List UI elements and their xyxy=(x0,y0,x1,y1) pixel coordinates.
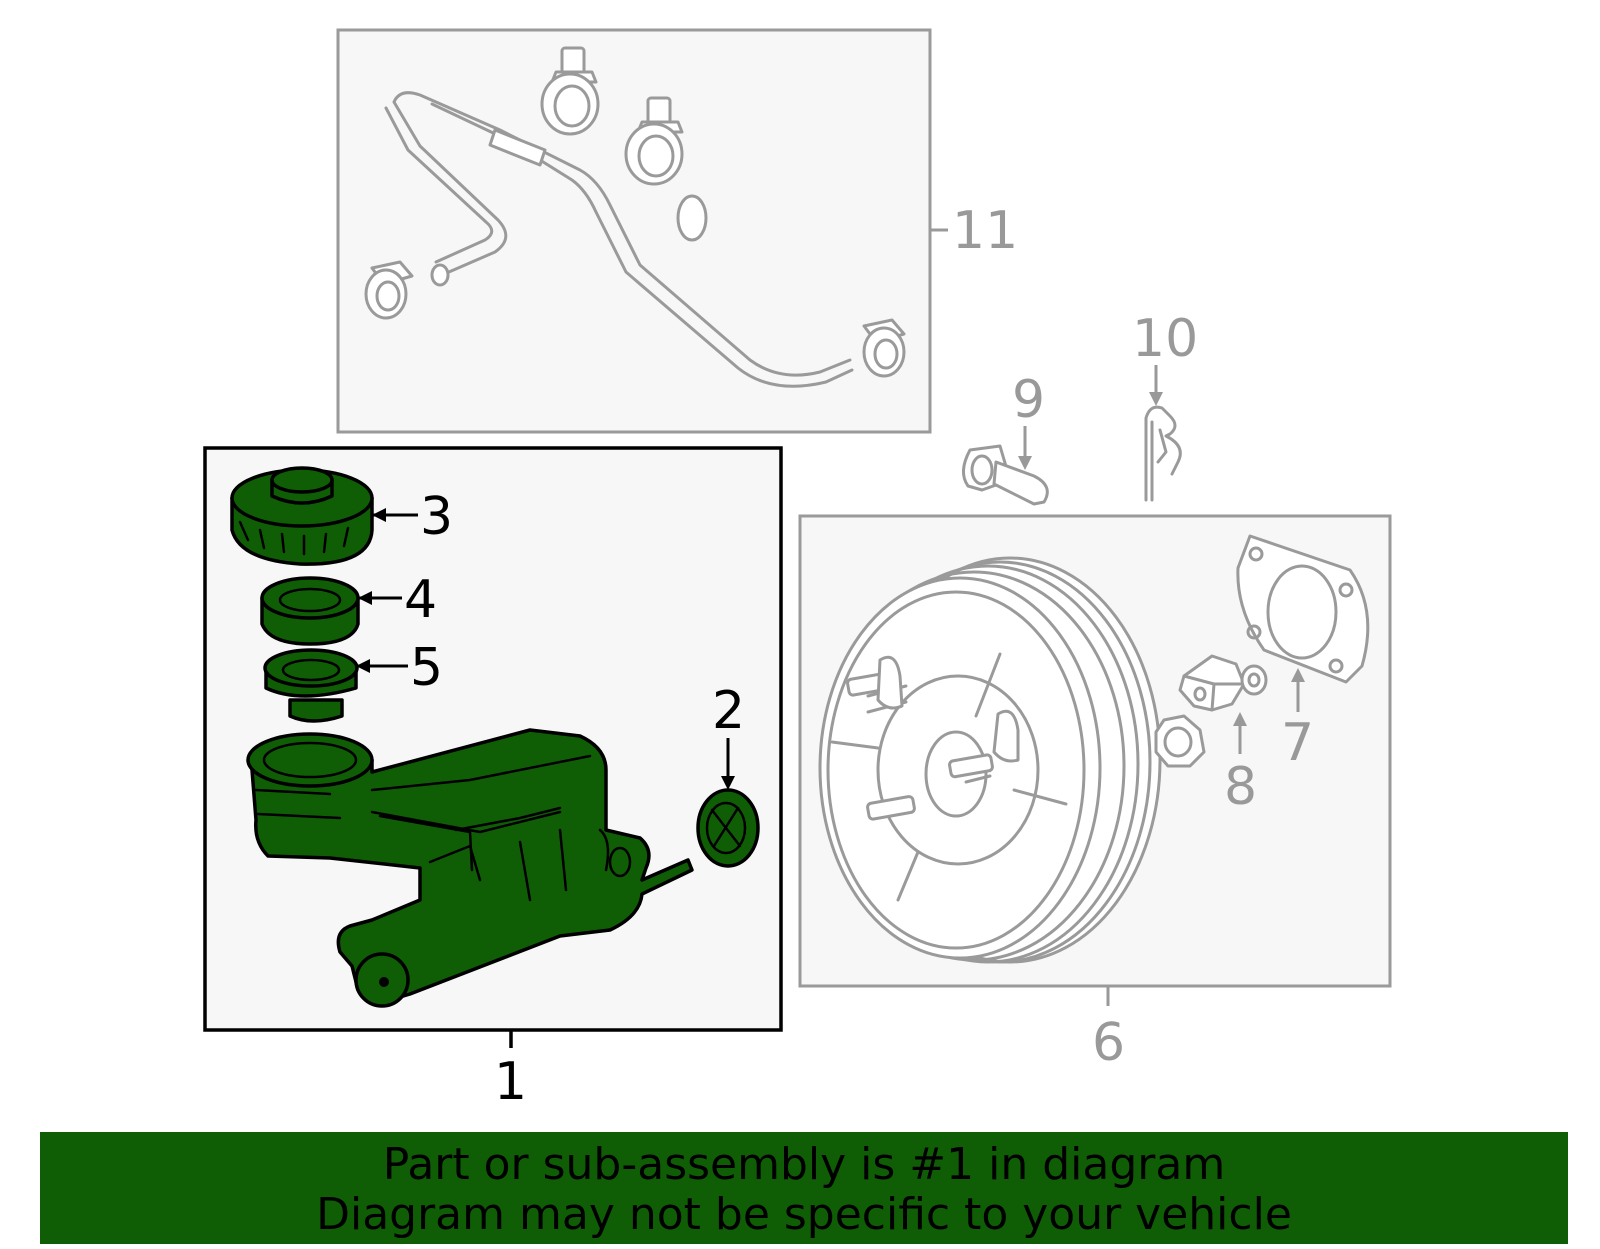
reservoir-cap xyxy=(230,466,374,566)
brake-booster-panel: 7 8 6 xyxy=(798,514,1392,1073)
clevis-pin xyxy=(962,444,1049,506)
callout-5: 5 xyxy=(410,638,443,698)
retaining-clip xyxy=(1144,405,1182,502)
master-cylinder-panel: 3 4 5 xyxy=(203,446,783,1112)
reservoir-filter xyxy=(263,648,359,723)
callout-2: 2 xyxy=(712,681,745,741)
hose-clamp-left xyxy=(364,260,414,320)
callout-11: 11 xyxy=(952,201,1018,261)
hex-nut xyxy=(1154,714,1206,768)
callout-4: 4 xyxy=(404,570,437,630)
hose-assembly-panel: 11 xyxy=(336,28,1018,434)
master-cylinder-body xyxy=(246,728,694,1008)
hose-clamp-right xyxy=(862,318,906,378)
callout-10: 10 xyxy=(1132,309,1198,369)
booster-bracket xyxy=(1178,654,1268,712)
o-ring xyxy=(676,194,708,242)
hose-clamp-top xyxy=(540,46,600,136)
hose-clamp-middle xyxy=(624,96,684,186)
banner-line-1: Part or sub-assembly is #1 in diagram xyxy=(382,1139,1226,1190)
callout-1: 1 xyxy=(494,1052,527,1112)
cylinder-seal xyxy=(696,788,760,868)
info-banner-bg xyxy=(40,1132,1568,1244)
callout-8: 8 xyxy=(1224,757,1257,817)
info-banner: Part or sub-assembly is #1 in diagram Di… xyxy=(40,1132,1568,1244)
callout-3: 3 xyxy=(420,487,453,547)
brake-booster xyxy=(818,556,1162,964)
callout-9: 9 xyxy=(1012,370,1045,430)
callout-7: 7 xyxy=(1281,713,1314,773)
banner-line-2: Diagram may not be specific to your vehi… xyxy=(316,1189,1292,1240)
booster-gasket xyxy=(1236,534,1370,684)
callout-6: 6 xyxy=(1092,1013,1125,1073)
reservoir-strainer xyxy=(260,576,360,646)
